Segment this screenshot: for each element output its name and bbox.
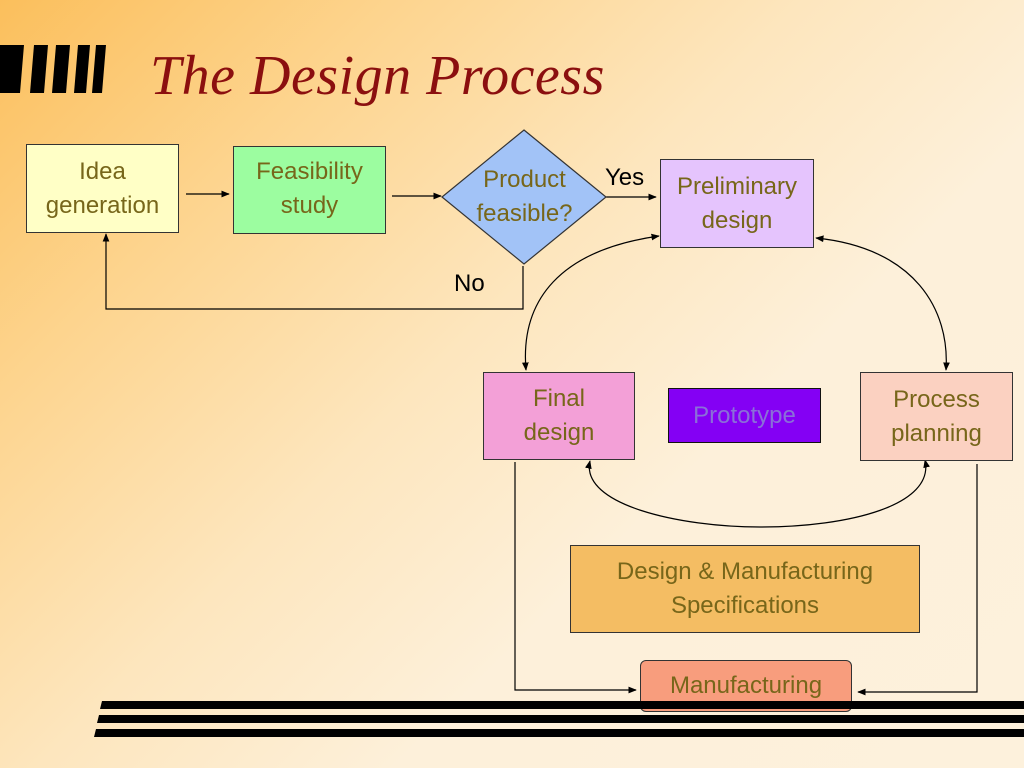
idea-generation-label: Idea generation bbox=[45, 157, 160, 219]
prototype-label: Prototype bbox=[693, 401, 796, 429]
bottom-decoration-stripes bbox=[94, 701, 1024, 737]
specifications-label: Design & Manufacturing Specifications bbox=[616, 558, 874, 619]
title-decoration-bars bbox=[0, 45, 106, 93]
process-planning-box: Process planning bbox=[860, 372, 1013, 461]
prototype-box: Prototype bbox=[668, 388, 821, 443]
arrow-preliminary-final bbox=[522, 233, 660, 371]
edge-label-no: No bbox=[454, 270, 485, 297]
product-feasible-decision: Product feasible? bbox=[452, 162, 597, 232]
product-feasible-label: Product feasible? bbox=[476, 166, 573, 227]
feasibility-study-label: Feasibility study bbox=[256, 158, 363, 219]
manufacturing-label: Manufacturing bbox=[669, 672, 823, 699]
arrow-final-to-manufacturing bbox=[514, 462, 637, 694]
idea-generation-box: Idea generation bbox=[26, 144, 179, 233]
specifications-box: Design & Manufacturing Specifications bbox=[570, 545, 920, 633]
arrow-process-to-manufacturing bbox=[857, 464, 978, 696]
decision-diamond bbox=[441, 129, 607, 265]
final-design-label: Final design bbox=[523, 385, 595, 446]
process-planning-label: Process planning bbox=[891, 385, 982, 447]
arrow-final-process bbox=[585, 459, 930, 528]
feasibility-study-box: Feasibility study bbox=[233, 146, 386, 234]
arrow-preliminary-process bbox=[815, 235, 950, 371]
slide-title: The Design Process bbox=[150, 45, 605, 107]
preliminary-design-label: Preliminary design bbox=[676, 172, 798, 234]
preliminary-design-box: Preliminary design bbox=[660, 159, 814, 248]
final-design-box: Final design bbox=[483, 372, 635, 460]
edge-label-yes: Yes bbox=[605, 164, 645, 191]
